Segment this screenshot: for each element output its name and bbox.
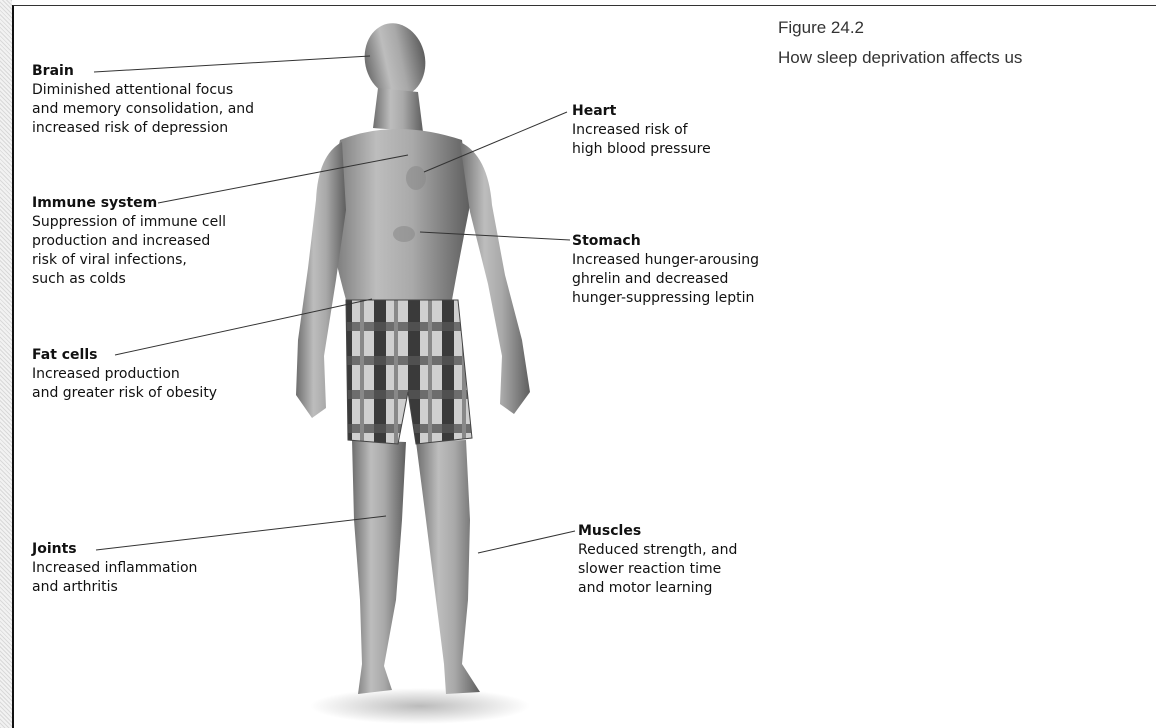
stomach-title: Stomach — [572, 232, 759, 251]
stomach-label: Stomach Increased hunger-arousing ghreli… — [572, 232, 759, 308]
muscles-label: Muscles Reduced strength, and slower rea… — [578, 522, 737, 598]
brain-description: Diminished attentional focus and memory … — [32, 81, 254, 138]
joints-description: Increased inflammation and arthritis — [32, 559, 197, 597]
human-figure — [296, 18, 530, 694]
fat-description: Increased production and greater risk of… — [32, 365, 217, 403]
fat-label: Fat cells Increased production and great… — [32, 346, 217, 403]
heart-description: Increased risk of high blood pressure — [572, 121, 711, 159]
muscles-leader — [478, 531, 575, 553]
figure-caption: How sleep deprivation affects us — [778, 48, 1022, 68]
heart-label: Heart Increased risk of high blood press… — [572, 102, 711, 159]
immune-description: Suppression of immune cell production an… — [32, 213, 226, 289]
joints-title: Joints — [32, 540, 197, 559]
floor-shadow — [310, 688, 530, 724]
heart-title: Heart — [572, 102, 711, 121]
joints-label: Joints Increased inflammation and arthri… — [32, 540, 197, 597]
immune-title: Immune system — [32, 194, 226, 213]
immune-label: Immune system Suppression of immune cell… — [32, 194, 226, 289]
fat-title: Fat cells — [32, 346, 217, 365]
figure-title: Figure 24.2 — [778, 18, 864, 38]
stomach-description: Increased hunger-arousing ghrelin and de… — [572, 251, 759, 308]
muscles-title: Muscles — [578, 522, 737, 541]
brain-label: Brain Diminished attentional focus and m… — [32, 62, 254, 138]
brain-title: Brain — [32, 62, 254, 81]
muscles-description: Reduced strength, and slower reaction ti… — [578, 541, 737, 598]
